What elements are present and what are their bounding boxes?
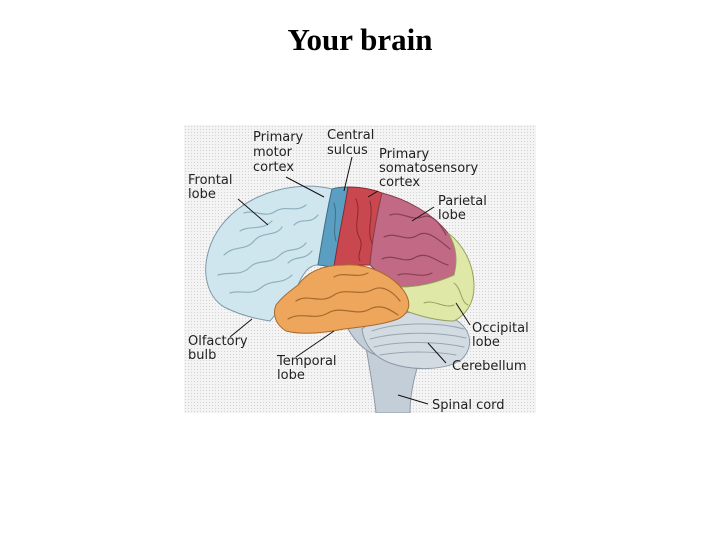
brain-illustration: Primary motor cortex Central sulcus Prim… <box>184 125 536 413</box>
slide-title: Your brain <box>0 22 720 58</box>
label-central-sulcus: Central sulcus <box>327 128 378 158</box>
brain-diagram: Primary motor cortex Central sulcus Prim… <box>184 125 536 413</box>
label-cerebellum: Cerebellum <box>452 359 527 374</box>
leader-central-sulcus <box>344 157 352 191</box>
label-olfactory-bulb: Olfactory bulb <box>188 334 252 363</box>
label-parietal-lobe: Parietal lobe <box>438 194 491 223</box>
label-primary-motor-cortex: Primary motor cortex <box>253 130 307 175</box>
label-spinal-cord: Spinal cord <box>432 398 505 413</box>
label-primary-somatosensory-cortex: Primary somatosensory cortex <box>379 147 482 190</box>
label-frontal-lobe: Frontal lobe <box>188 173 237 202</box>
label-occipital-lobe: Occipital lobe <box>472 321 533 350</box>
label-temporal-lobe: Temporal lobe <box>276 354 341 383</box>
